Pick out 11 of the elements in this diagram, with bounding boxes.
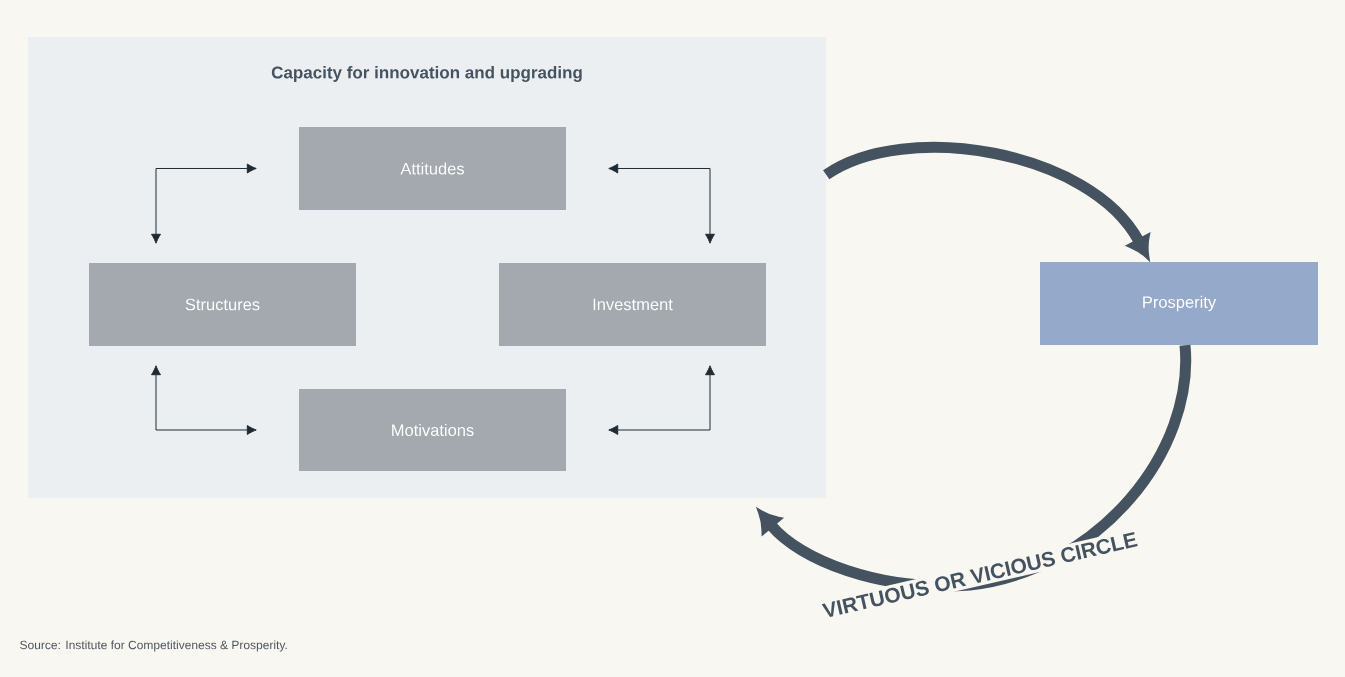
arrow xyxy=(758,345,1191,592)
arrow xyxy=(151,365,257,435)
box: Investment xyxy=(499,263,766,346)
box: Structures xyxy=(89,263,356,346)
box: Attitudes xyxy=(299,127,566,210)
arrow xyxy=(151,163,257,244)
caption: Source: Institute for Competitiveness & Prosperity. xyxy=(20,640,287,652)
box: Prosperity xyxy=(1040,262,1318,345)
arrow xyxy=(608,163,715,244)
box: Motivations xyxy=(299,389,566,471)
arrow xyxy=(608,365,715,435)
